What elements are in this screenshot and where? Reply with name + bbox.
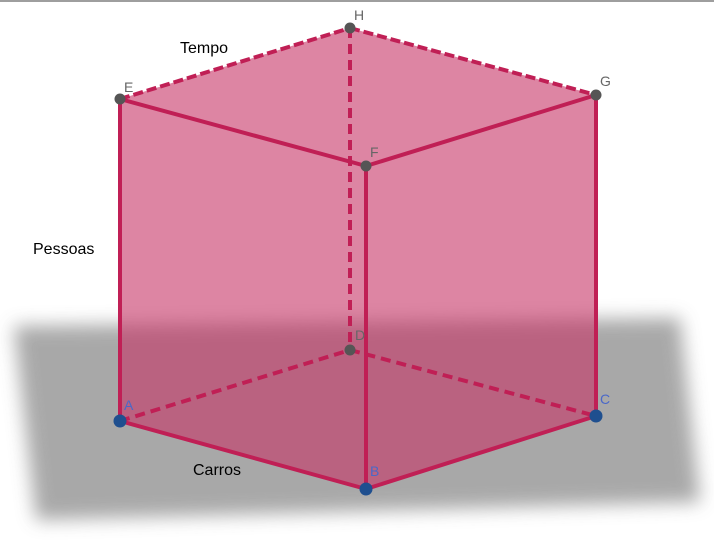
vertex-label-E: E — [124, 79, 133, 95]
vertex-point-F[interactable] — [360, 160, 372, 172]
vertex-point-D[interactable] — [344, 344, 356, 356]
axis-label-vertical: Pessoas — [33, 241, 94, 258]
hidden-edges — [119, 28, 597, 423]
vertex-labels: A B C D E F G H — [124, 7, 611, 479]
vertex-label-F: F — [370, 144, 379, 160]
edge-AB — [118, 419, 368, 491]
visible-edges — [118, 93, 598, 491]
edge-AD — [119, 348, 351, 423]
vertex-label-A: A — [124, 397, 134, 413]
edge-FG — [364, 93, 598, 168]
axis-labels: Pessoas Tempo Carros — [33, 40, 241, 479]
edge-DC — [349, 348, 597, 418]
edge-EF — [118, 97, 368, 168]
vertex-point-E[interactable] — [114, 93, 126, 105]
vertex-label-D: D — [355, 327, 365, 343]
window-top-border — [0, 0, 714, 2]
vertex-point-A[interactable] — [113, 414, 127, 428]
vertex-label-C: C — [600, 391, 610, 407]
axis-label-depth: Tempo — [180, 40, 228, 57]
vertices — [113, 22, 603, 496]
vertex-point-B[interactable] — [359, 482, 373, 496]
axis-label-horizontal: Carros — [193, 462, 241, 479]
vertex-label-B: B — [370, 463, 379, 479]
vertex-point-C[interactable] — [589, 409, 603, 423]
vertex-label-G: G — [600, 73, 611, 89]
edge-BC — [364, 414, 598, 491]
face-right — [366, 95, 596, 489]
cube-faces — [120, 28, 596, 489]
face-front — [120, 99, 366, 489]
vertex-point-G[interactable] — [590, 89, 602, 101]
vertex-label-H: H — [354, 7, 364, 23]
edge-EH — [119, 26, 351, 101]
edge-HG — [349, 26, 597, 97]
top-rim-edges — [119, 26, 597, 101]
vertex-point-H[interactable] — [344, 22, 356, 34]
